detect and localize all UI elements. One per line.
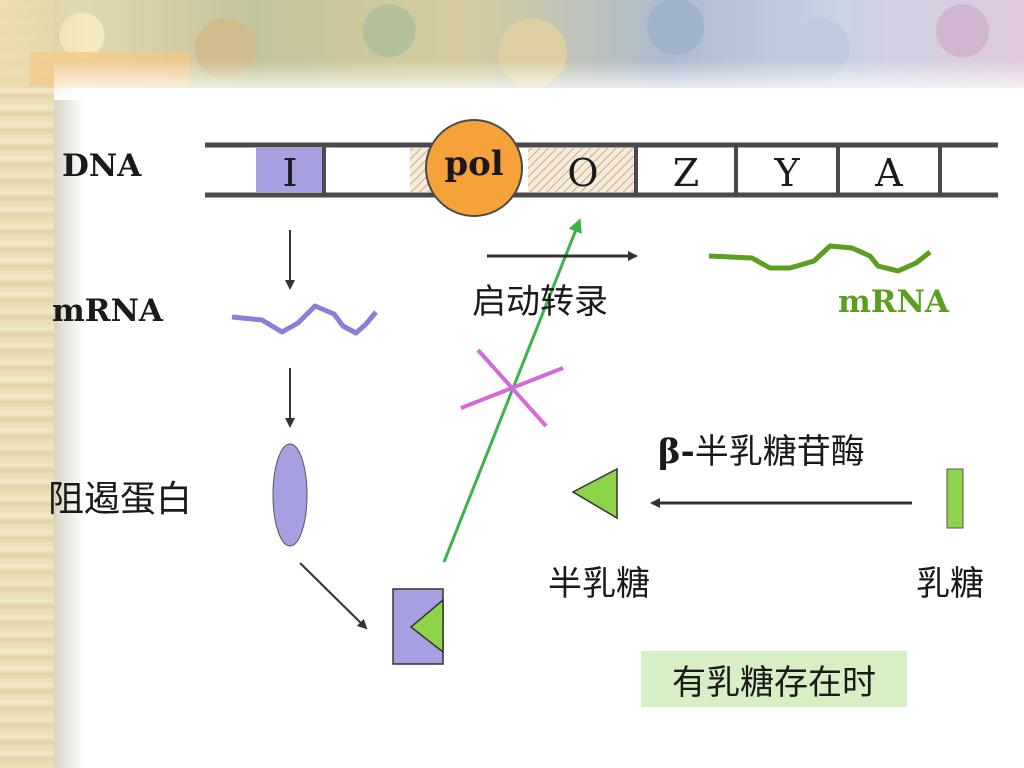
operator-box — [528, 148, 636, 192]
repressor-label: 阻遏蛋白 — [48, 479, 193, 520]
arrow-to-complex — [299, 562, 368, 630]
dna-label: DNA — [62, 148, 142, 184]
lactose-label: 乳糖 — [916, 564, 984, 604]
bound-allolactose — [409, 598, 444, 654]
banner-fade — [54, 60, 1024, 100]
enzyme-prefix: β- — [658, 432, 695, 472]
mrna-right-strand — [708, 243, 932, 274]
dna-strand: I O Z Y A — [205, 142, 998, 198]
enzyme-name: 半乳糖苷酶 — [694, 432, 865, 472]
mrna-left-strand — [231, 303, 378, 336]
gene-a-label: A — [874, 151, 903, 195]
polymerase-label: pol — [444, 144, 503, 184]
lactose-bar — [946, 468, 964, 529]
enzyme-label: β-半乳糖苷酶 — [658, 424, 865, 473]
gene-y-label: Y — [773, 151, 800, 195]
mrna-left-label: mRNA — [52, 293, 163, 329]
blocked-cross — [460, 348, 564, 428]
repressor-protein — [272, 443, 308, 547]
parchment-border — [0, 0, 54, 768]
binding-attempt-arrow — [442, 218, 582, 563]
rna-polymerase — [425, 119, 523, 217]
gene-i-box — [256, 148, 324, 192]
galactose-triangle — [571, 467, 618, 520]
transcription-label: 启动转录 — [472, 282, 608, 322]
mrna-right-label: mRNA — [838, 284, 949, 320]
border-shadow — [54, 0, 84, 768]
gene-i-label: I — [282, 151, 297, 195]
gene-z-label: Z — [673, 151, 699, 195]
galactose-label: 半乳糖 — [548, 564, 650, 604]
gene-o-label: O — [567, 151, 598, 195]
condition-box: 有乳糖存在时 — [641, 651, 907, 707]
